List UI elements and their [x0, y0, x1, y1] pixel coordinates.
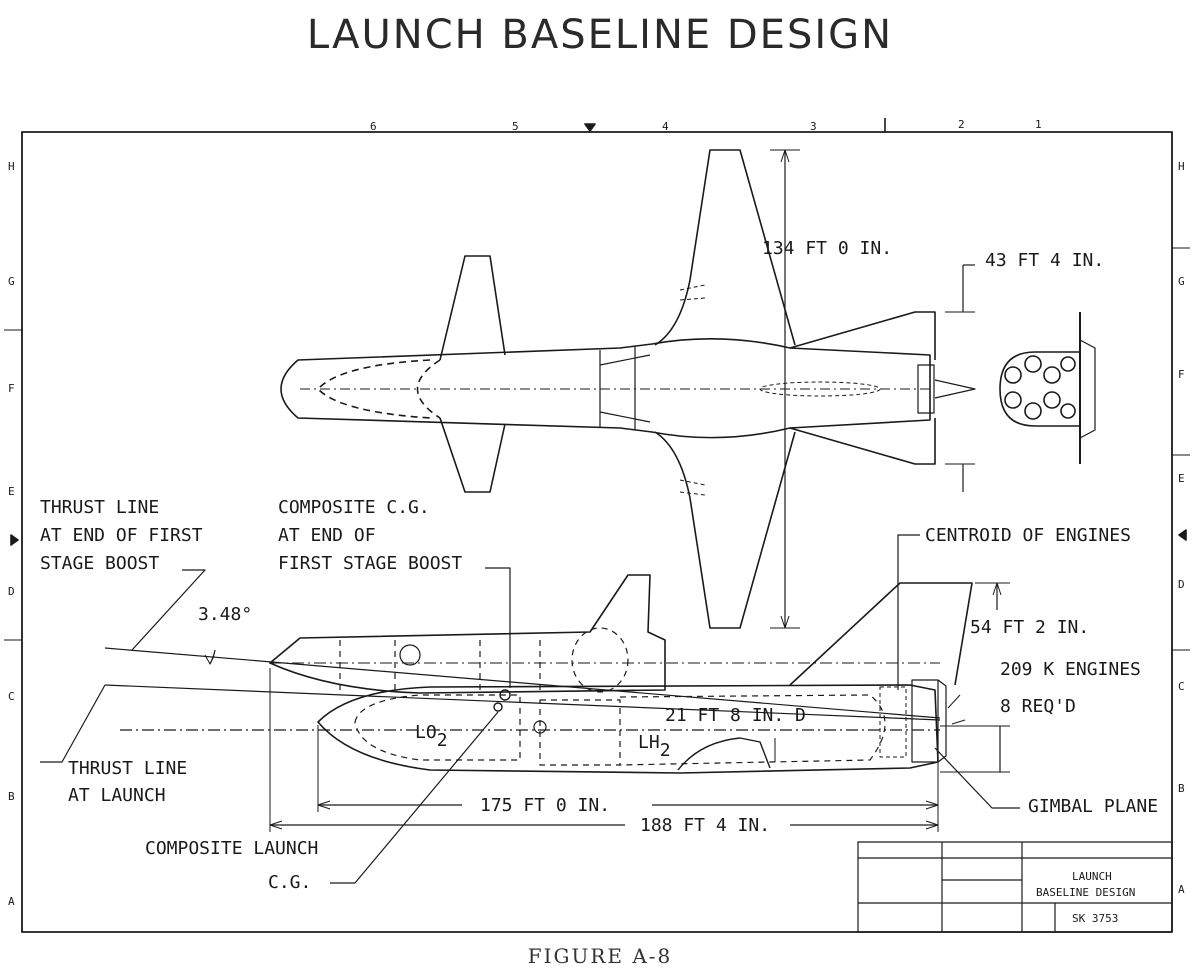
thrust-line-end-label-1: THRUST LINE	[40, 497, 159, 518]
top-zone-6: 6	[370, 120, 377, 133]
engine-nozzle-icon	[1004, 366, 1022, 384]
left-zone-F: F	[8, 382, 15, 395]
gimbal-plane-label: GIMBAL PLANE	[1028, 796, 1158, 817]
page-title: LAUNCH BASELINE DESIGN	[306, 12, 894, 58]
right-zone-D: D	[1178, 578, 1185, 591]
length-175-label: 175 FT 0 IN.	[480, 795, 610, 816]
figure-caption: FIGURE A-8	[527, 944, 673, 968]
thrust-line-launch-label-2: AT LAUNCH	[68, 785, 166, 806]
right-zone-F: F	[1178, 368, 1185, 381]
diameter-label: 21 FT 8 IN. D	[665, 705, 806, 726]
right-zone-A: A	[1178, 883, 1185, 896]
lo2-label: LO2	[415, 722, 448, 751]
thrust-line-end-label-2: AT END OF FIRST	[40, 525, 203, 546]
composite-cg-end-label-2: AT END OF	[278, 525, 376, 546]
plan-canard-lower	[439, 417, 506, 493]
engines-label-1: 209 K ENGINES	[1000, 659, 1141, 680]
plan-fuselage	[280, 338, 931, 439]
span-label: 134 FT 0 IN.	[762, 238, 892, 259]
border-zone-labels: 6 5 4 3 2 1 H G F E D C B A H G F E D C …	[8, 118, 1185, 908]
composite-launch-label-2: C.G.	[268, 872, 311, 893]
callouts: 134 FT 0 IN. 43 FT 4 IN. THRUST LINE AT …	[40, 238, 1158, 925]
thrust-line-end-label-3: STAGE BOOST	[40, 553, 159, 574]
plan-tail-upper	[789, 311, 936, 360]
top-zone-3: 3	[810, 120, 817, 133]
left-zone-D: D	[8, 585, 15, 598]
title-block-name-1: LAUNCH	[1072, 870, 1112, 883]
top-zone-1: 1	[1035, 118, 1042, 131]
top-center-marker-icon	[584, 123, 596, 132]
cg-marker-icon	[499, 689, 511, 701]
plan-tail-lower	[789, 418, 936, 465]
left-zone-A: A	[8, 895, 15, 908]
right-center-marker-icon	[1178, 529, 1187, 541]
angle-label: 3.48°	[198, 604, 252, 625]
thrust-line-end-of-boost	[104, 647, 941, 719]
right-zone-G: G	[1178, 275, 1185, 288]
right-zone-C: C	[1178, 680, 1185, 693]
left-zone-B: B	[8, 790, 15, 803]
lh2-label: LH2	[638, 732, 671, 761]
plan-view	[280, 149, 976, 629]
centroid-engines-label: CENTROID OF ENGINES	[925, 525, 1131, 546]
left-zone-C: C	[8, 690, 15, 703]
top-zone-5: 5	[512, 120, 519, 133]
side-view	[40, 534, 1020, 884]
left-zone-E: E	[8, 485, 15, 498]
plan-canard-upper	[439, 255, 506, 361]
top-zone-4: 4	[662, 120, 669, 133]
composite-cg-end-label-1: COMPOSITE C.G.	[278, 497, 430, 518]
left-zone-G: G	[8, 275, 15, 288]
height-label: 54 FT 2 IN.	[970, 617, 1089, 638]
side-orbiter	[269, 574, 666, 694]
thrust-line-launch-label-1: THRUST LINE	[68, 758, 187, 779]
engines-label-2: 8 REQ'D	[1000, 696, 1076, 717]
title-block	[857, 841, 1173, 933]
composite-launch-label-1: COMPOSITE LAUNCH	[145, 838, 318, 859]
composite-cg-end-label-3: FIRST STAGE BOOST	[278, 553, 462, 574]
top-zone-2: 2	[958, 118, 965, 131]
right-zone-E: E	[1178, 472, 1185, 485]
right-zone-B: B	[1178, 782, 1185, 795]
length-188-label: 188 FT 4 IN.	[640, 815, 770, 836]
aft-end-view	[999, 312, 1096, 464]
title-block-name-2: BASELINE DESIGN	[1036, 886, 1135, 899]
plan-wing-lower	[654, 431, 796, 629]
right-zone-H: H	[1178, 160, 1185, 173]
left-center-marker-icon	[10, 534, 19, 546]
left-zone-H: H	[8, 160, 15, 173]
title-block-dwg-no: SK 3753	[1072, 912, 1118, 925]
tail-width-label: 43 FT 4 IN.	[985, 250, 1104, 271]
plan-wing-upper	[654, 149, 796, 346]
